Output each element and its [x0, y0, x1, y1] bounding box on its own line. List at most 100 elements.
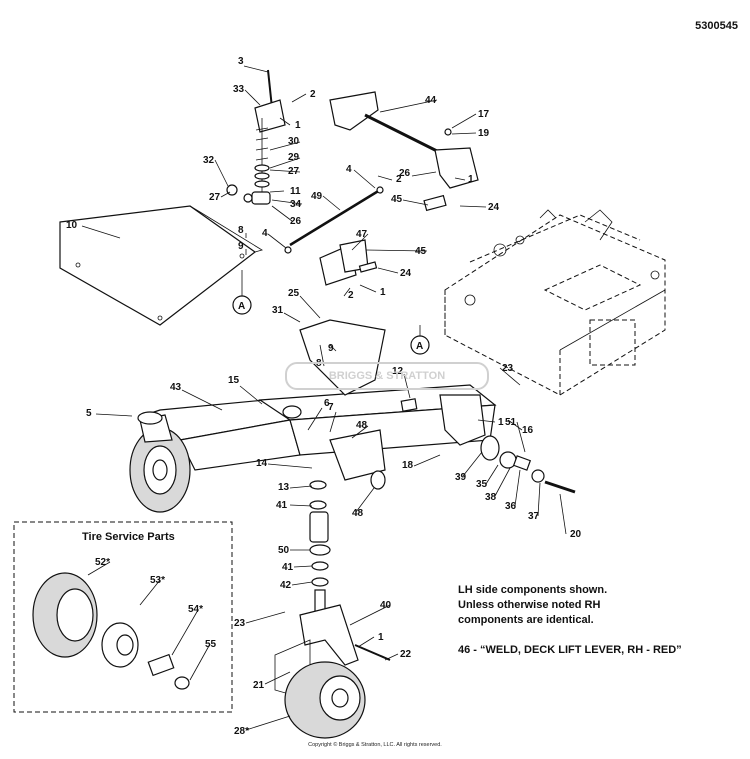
callout-label: 41: [282, 562, 294, 573]
callout-label: 11: [290, 186, 301, 197]
callout-label: 45: [391, 194, 403, 205]
note-line-4: 46 - “WELD, DECK LIFT LEVER, RH - RED”: [458, 644, 682, 656]
callout-leader-line: [329, 411, 337, 433]
callout-leader-line: [271, 205, 293, 222]
callout-leader-line: [189, 643, 211, 681]
lift-rods: [284, 186, 384, 254]
callout-leader-line: [507, 419, 523, 431]
note-line-2: Unless otherwise noted RH: [458, 599, 601, 611]
tire-service-title: Tire Service Parts: [82, 531, 175, 543]
callout-leader-line: [245, 611, 286, 624]
callout-leader-line: [243, 65, 269, 73]
callout-leader-line: [181, 389, 223, 411]
callout-label: 36: [505, 501, 517, 512]
callout-leader-line: [459, 205, 487, 208]
main-frame-43: [143, 319, 497, 481]
tire-service-parts-box: [13, 521, 233, 713]
callout-label: 18: [402, 460, 414, 471]
callout-leader-line: [359, 284, 377, 293]
callout-label: 26: [399, 168, 411, 179]
callout-label: 22: [400, 649, 412, 660]
callout-leader-line: [377, 267, 399, 274]
callout-leader-line: [353, 169, 376, 189]
callout-label: 28*: [234, 726, 249, 737]
spindle-stack: [309, 480, 331, 587]
callout-label: 41: [276, 500, 288, 511]
callout-leader-line: [343, 287, 351, 297]
reference-a-markers: A A: [232, 270, 430, 355]
callout-leader-line: [494, 467, 511, 497]
callout-label: 16: [522, 425, 534, 436]
callout-label: 44: [425, 95, 437, 106]
mower-deck-frame: [444, 209, 666, 396]
callout-label: 27: [288, 166, 300, 177]
callout-leader-line: [454, 177, 466, 181]
callout-leader-line: [411, 171, 437, 177]
callout-label: 48: [356, 420, 368, 431]
callout-label: 40: [380, 600, 392, 611]
callout-label: 49: [311, 191, 323, 202]
copyright: Copyright © Briggs & Stratton, LLC. All …: [308, 742, 442, 748]
callout-label: 50: [278, 545, 290, 556]
callout-label: 20: [570, 529, 582, 540]
callout-label: 54*: [188, 604, 203, 615]
callout-leader-line: [239, 385, 263, 405]
callout-leader-line: [269, 169, 301, 173]
callout-label: 2: [310, 89, 316, 100]
callout-label: 19: [478, 128, 490, 139]
callout-label: 30: [288, 136, 300, 147]
callout-leader-line: [95, 413, 133, 417]
callout-label: 9: [238, 241, 244, 252]
callout-leader-line: [499, 367, 521, 386]
note-line-3: components are identical.: [458, 614, 594, 626]
callout-leader-line: [279, 117, 291, 126]
callout-leader-line: [283, 312, 301, 323]
callout-leader-line: [384, 653, 399, 661]
callout-leader-line: [293, 565, 313, 568]
callout-label: 21: [253, 680, 265, 691]
callout-leader-line: [267, 463, 313, 469]
callout-label: 25: [288, 288, 300, 299]
callout-label: 51: [505, 417, 517, 428]
callout-leader-line: [451, 132, 477, 135]
callout-label: 8: [238, 225, 244, 236]
callout-label: 1: [498, 417, 504, 428]
reference-a-left: A: [238, 301, 245, 312]
callout-leader-line: [245, 715, 291, 731]
callout-leader-line: [269, 157, 301, 169]
callout-label: 48: [352, 508, 364, 519]
callout-leader-line: [537, 482, 541, 517]
callout-leader-line: [291, 581, 313, 586]
callout-leader-line: [355, 487, 375, 513]
callout-label: 27: [209, 192, 221, 203]
callout-label: 35: [476, 479, 488, 490]
callout-leader-line: [322, 195, 341, 211]
callout-leader-line: [307, 407, 323, 431]
callout-label: 17: [478, 109, 490, 120]
callout-leader-line: [377, 175, 393, 181]
pivot-brackets: [319, 194, 447, 286]
front-caster: [274, 589, 391, 739]
callout-label: 55: [205, 639, 217, 650]
callout-leader-line: [269, 141, 301, 151]
callout-label: 2: [348, 290, 354, 301]
callout-label: 39: [455, 472, 467, 483]
callout-label: 24: [400, 268, 412, 279]
callout-leader-line: [271, 199, 303, 205]
callout-leader-line: [403, 373, 411, 399]
callout-leader-line: [291, 93, 307, 103]
callout-leader-line: [87, 561, 111, 576]
callout-leader-line: [357, 636, 375, 648]
callout-leader-line: [171, 609, 199, 656]
callout-leader-line: [485, 464, 499, 485]
callout-leader-line: [351, 425, 369, 439]
callout-labels: 1111122234456788991011121314151617181920…: [66, 56, 582, 737]
callout-leader-line: [349, 604, 391, 626]
callout-label: 23: [234, 618, 246, 629]
callout-label: 9: [328, 343, 334, 354]
lift-rod-assembly: [226, 69, 286, 205]
reference-a-right: A: [416, 341, 423, 352]
callout-label: 32: [203, 155, 215, 166]
